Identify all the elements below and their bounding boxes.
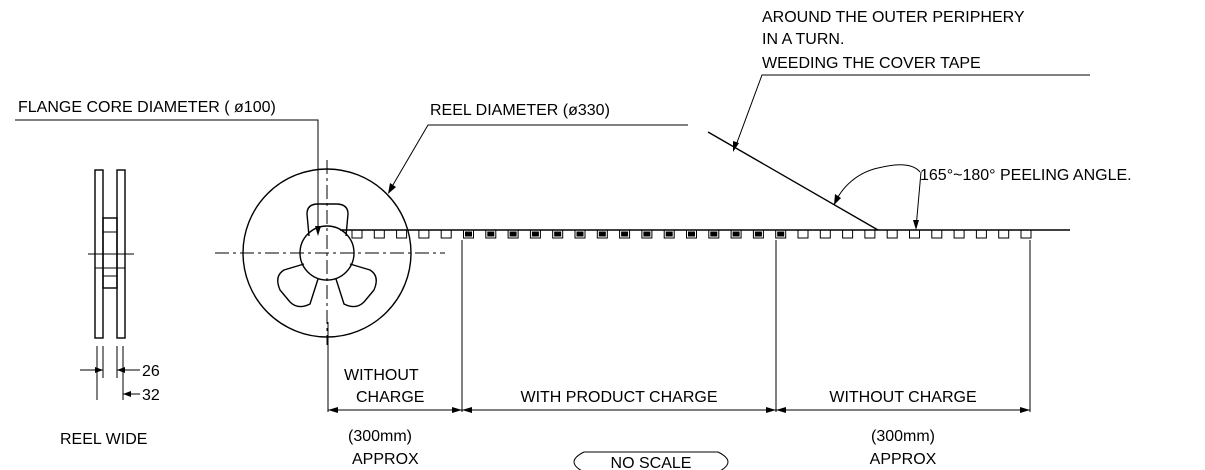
dim-32-arrowhead [123, 391, 131, 397]
tape-pocket [641, 229, 653, 239]
cover-note-line2: IN A TURN. [762, 31, 844, 48]
peeling-angle-arc [833, 167, 879, 206]
reel-spoke-window-left [277, 263, 319, 308]
tape-pocket-product [531, 231, 539, 237]
reel-wide-label: REEL WIDE [60, 431, 147, 448]
tape-pocket [418, 229, 430, 239]
tape-pocket [351, 229, 363, 239]
sec3-arrow-left [776, 407, 786, 413]
tape-pocket [864, 229, 876, 239]
sec2-arrow-left [462, 407, 472, 413]
cover-tape-peeling: AROUND THE OUTER PERIPHERY IN A TURN. WE… [707, 9, 1132, 231]
reel-side-view: 26 32 REEL WIDE [60, 169, 160, 448]
flange-core-label: FLANGE CORE DIAMETER ( ø100) [18, 99, 276, 116]
sec1-arrow-right [452, 407, 462, 413]
tape-pocket [663, 229, 675, 239]
cover-note-line3: WEEDING THE COVER TAPE [762, 55, 981, 72]
tape-pocket [529, 229, 541, 239]
tape-pocket [1020, 229, 1032, 239]
sec3-arrow-right [1020, 407, 1030, 413]
no-scale-outline [573, 451, 729, 470]
tape-pocket [440, 229, 452, 239]
dim-32-label: 32 [142, 387, 160, 404]
peeling-arc-arrowhead [834, 194, 841, 205]
without-charge-right-label: WITHOUT CHARGE [829, 389, 976, 406]
dim-26-arrowhead-left [95, 367, 103, 373]
tape-pocket [842, 229, 854, 239]
reel-spoke-window-right [335, 263, 377, 308]
reel-diameter-label: REEL DIAMETER (ø330) [430, 102, 610, 119]
peeling-leader [915, 171, 922, 229]
cover-note-arrowhead [733, 141, 739, 152]
with-product-charge-label: WITH PRODUCT CHARGE [520, 389, 717, 406]
tape-pocket [953, 229, 965, 239]
dim-26-arrowhead-right [117, 367, 125, 373]
right-approx-label: APPROX [870, 451, 937, 468]
tape-pocket [797, 229, 809, 239]
right-length-label: (300mm) [871, 428, 935, 445]
peeling-angle-label: 165°~180° PEELING ANGLE. [920, 167, 1132, 184]
tape-pocket [752, 229, 764, 239]
tape-pocket [686, 229, 697, 239]
reel-diameter-arrowhead [388, 183, 396, 194]
tape-pocket [708, 229, 720, 239]
without-charge-left-line1: WITHOUT [344, 367, 419, 384]
tape-pocket-product [688, 231, 695, 237]
tape-pocket-product [732, 231, 740, 237]
cover-note-line1: AROUND THE OUTER PERIPHERY [762, 9, 1025, 26]
cover-tape-line [707, 131, 879, 231]
tape-pocket-product [487, 231, 495, 237]
left-approx-label: APPROX [352, 451, 419, 468]
tape-pocket [574, 229, 586, 239]
tape-pocket-product [754, 231, 762, 237]
no-scale-label: NO SCALE [611, 455, 692, 470]
tape-pocket [596, 229, 608, 239]
tape-pocket [730, 229, 742, 239]
reel-diameter-leader [389, 124, 688, 191]
tape-pocket-product [598, 231, 606, 237]
tape-pocket [931, 229, 943, 239]
tape-pocket [485, 229, 497, 239]
tape-pocket [909, 229, 920, 239]
tape-pocket-product [621, 231, 629, 237]
tape-pocket-product [554, 231, 562, 237]
tape-pocket-product [509, 231, 517, 237]
tape-pocket [998, 229, 1010, 239]
no-scale-note: NO SCALE [573, 451, 729, 470]
reel-front-view: FLANGE CORE DIAMETER ( ø100) REEL DIAMET… [15, 99, 688, 345]
tape-pockets [351, 229, 1032, 239]
tape-pocket-product [777, 231, 785, 237]
peeling-leader-arrowhead [913, 220, 919, 230]
tape-pocket-product [665, 231, 673, 237]
tape-pocket-product [465, 231, 472, 237]
tape-pocket [373, 229, 385, 239]
tape-pocket [463, 229, 474, 239]
tape-pocket [886, 229, 898, 239]
sec1-arrow-left [328, 407, 338, 413]
flange-core-leader [15, 119, 319, 232]
tape-pocket [775, 229, 787, 239]
tape-pocket-product [643, 231, 651, 237]
carrier-tape [340, 229, 1070, 239]
sec2-arrow-right [766, 407, 776, 413]
tape-pocket-product [576, 231, 584, 237]
tape-pocket [975, 229, 987, 239]
left-length-label: (300mm) [348, 428, 412, 445]
tape-pocket-product [710, 231, 718, 237]
without-charge-left-line2: CHARGE [356, 389, 424, 406]
tape-pocket [619, 229, 631, 239]
peeling-angle-link [877, 164, 921, 173]
dim-26-label: 26 [142, 363, 160, 380]
tape-pocket [396, 229, 408, 239]
reel-hub-side [102, 217, 118, 289]
cover-note-leader [734, 74, 1090, 149]
tape-pocket [507, 229, 519, 239]
tape-pocket [552, 229, 564, 239]
tape-section-dimensions: WITHOUT CHARGE WITH PRODUCT CHARGE WITHO… [327, 240, 1031, 468]
flange-core-arrowhead [315, 226, 321, 236]
tape-pocket [819, 229, 831, 239]
